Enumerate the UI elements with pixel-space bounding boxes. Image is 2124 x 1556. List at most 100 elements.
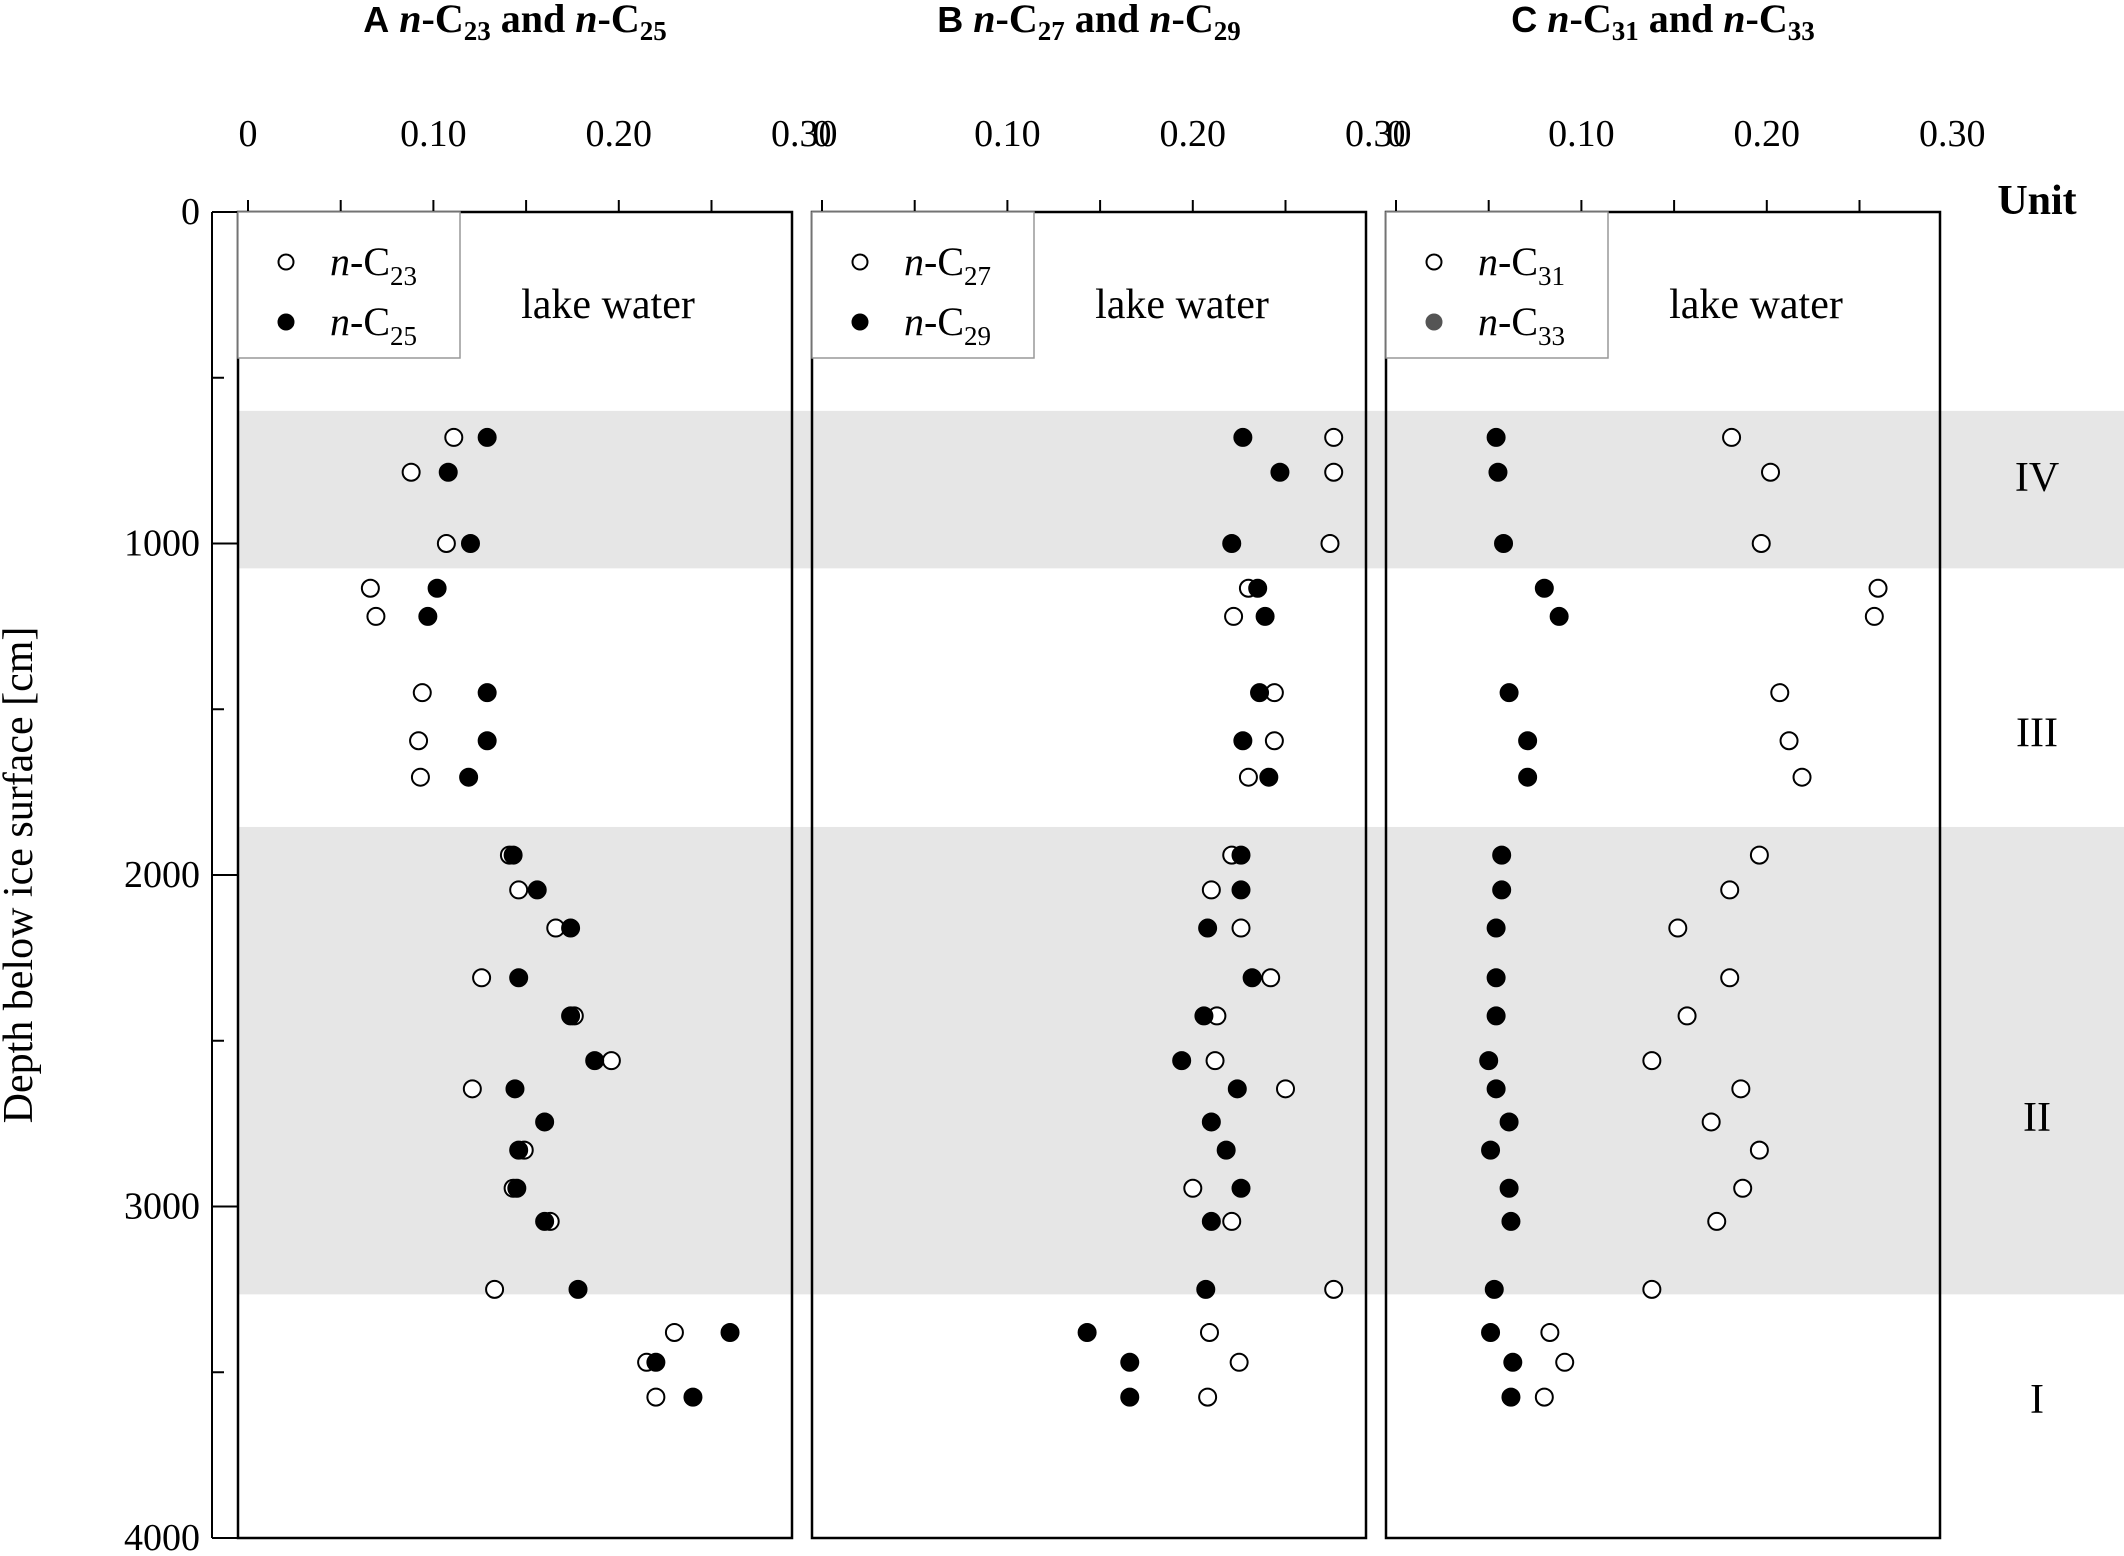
data-point-filled	[1216, 1140, 1236, 1160]
title-text: and	[1065, 0, 1150, 41]
x-tick-label: 0.30	[771, 113, 838, 155]
data-point-filled	[1488, 462, 1508, 482]
data-point-filled	[683, 1387, 703, 1407]
data-point-filled	[1486, 1006, 1506, 1026]
data-point-open	[1198, 1387, 1218, 1407]
legend-subscript: 27	[964, 261, 991, 291]
depth-tick-label: 2000	[124, 854, 200, 896]
data-point-open	[1770, 683, 1790, 703]
data-point-open	[1205, 1051, 1225, 1071]
legend-italic: n	[330, 239, 350, 284]
legend-text: -C	[924, 299, 964, 344]
title-italic: n	[1547, 0, 1569, 41]
data-point-open	[1199, 1322, 1219, 1342]
series-n-c27	[1183, 427, 1344, 1407]
legend-label: n-C29	[904, 299, 991, 351]
legend-marker	[277, 313, 295, 331]
series-n-c25	[418, 427, 740, 1407]
depth-tick-label: 3000	[124, 1186, 200, 1228]
data-point-open	[1264, 731, 1284, 751]
unit-label: II	[2023, 1095, 2051, 1141]
data-point-open	[1324, 462, 1344, 482]
data-point-open	[1864, 606, 1884, 626]
data-point-filled	[477, 427, 497, 447]
panel-frame	[810, 210, 1368, 1540]
data-point-open	[509, 880, 529, 900]
data-point-filled	[1227, 1079, 1247, 1099]
legend: n-C23 n-C25	[237, 211, 461, 359]
legend-italic: n	[1478, 299, 1498, 344]
data-point-open	[1201, 880, 1221, 900]
legend-label: n-C23	[330, 239, 417, 291]
data-point-filled	[1479, 1051, 1499, 1071]
x-tick-label: 0.10	[974, 113, 1041, 155]
x-tick-label: 0.10	[400, 113, 467, 155]
unit-label: III	[2016, 710, 2058, 756]
data-point-filled	[509, 1140, 529, 1160]
data-point-filled	[1518, 731, 1538, 751]
data-point-open	[1701, 1112, 1721, 1132]
title-text: -C	[1172, 0, 1214, 41]
data-point-open	[601, 1051, 621, 1071]
data-point-filled	[1172, 1051, 1192, 1071]
data-point-open	[1276, 1079, 1295, 1099]
legend-italic: n	[330, 299, 350, 344]
legend-box	[237, 211, 461, 359]
data-point-open	[444, 427, 464, 447]
data-point-filled	[561, 918, 581, 938]
data-point-filled	[1499, 683, 1519, 703]
data-point-filled	[561, 1006, 581, 1026]
legend-italic: n	[904, 299, 924, 344]
data-point-open	[664, 1322, 684, 1342]
data-point-filled	[585, 1051, 605, 1071]
data-point-open	[401, 462, 421, 482]
data-point-open	[410, 767, 430, 787]
lake-water-annotation: lake water	[521, 282, 695, 328]
x-tick-label: 0	[239, 113, 258, 155]
data-point-open	[1677, 1006, 1697, 1026]
data-point-filled	[1222, 534, 1242, 553]
data-point-open	[1731, 1079, 1751, 1099]
data-point-open	[1722, 427, 1742, 447]
data-point-filled	[1120, 1387, 1140, 1407]
panel-letter: A	[363, 0, 389, 40]
data-point-open	[1668, 918, 1688, 938]
data-point-open	[1261, 968, 1281, 988]
panel-frame	[1384, 210, 1942, 1540]
data-point-filled	[1484, 1279, 1504, 1299]
data-point-filled	[427, 578, 447, 598]
x-tick-label: 0.30	[1345, 113, 1412, 155]
data-point-open	[1720, 880, 1740, 900]
panel-letter: C	[1511, 0, 1537, 40]
data-point-filled	[1077, 1322, 1097, 1342]
data-point-filled	[1201, 1211, 1221, 1231]
data-point-filled	[1198, 918, 1218, 938]
data-point-open	[472, 968, 492, 988]
legend-subscript: 25	[390, 321, 417, 351]
data-point-filled	[1201, 1112, 1221, 1132]
data-point-open	[1324, 427, 1344, 447]
data-point-open	[462, 1079, 482, 1099]
data-point-open	[1238, 767, 1258, 787]
data-point-open	[1222, 1211, 1242, 1231]
series-n-c33	[1479, 427, 1569, 1407]
legend-label: n-C25	[330, 299, 417, 351]
data-point-filled	[1486, 427, 1506, 447]
legend-marker	[851, 253, 869, 271]
x-tick-label: 0.20	[1734, 113, 1801, 155]
legend-text: -C	[1498, 299, 1538, 344]
depth-tick-label: 0	[181, 191, 200, 233]
legend-italic: n	[904, 239, 924, 284]
data-point-open	[485, 1279, 505, 1299]
legend-box	[811, 211, 1035, 359]
title-gap	[389, 0, 399, 41]
legend-marker	[851, 313, 869, 331]
data-point-open	[1642, 1279, 1662, 1299]
data-point-open	[1749, 1140, 1769, 1160]
data-point-filled	[1250, 683, 1270, 703]
data-point-open	[409, 731, 429, 751]
data-point-filled	[1486, 968, 1506, 988]
